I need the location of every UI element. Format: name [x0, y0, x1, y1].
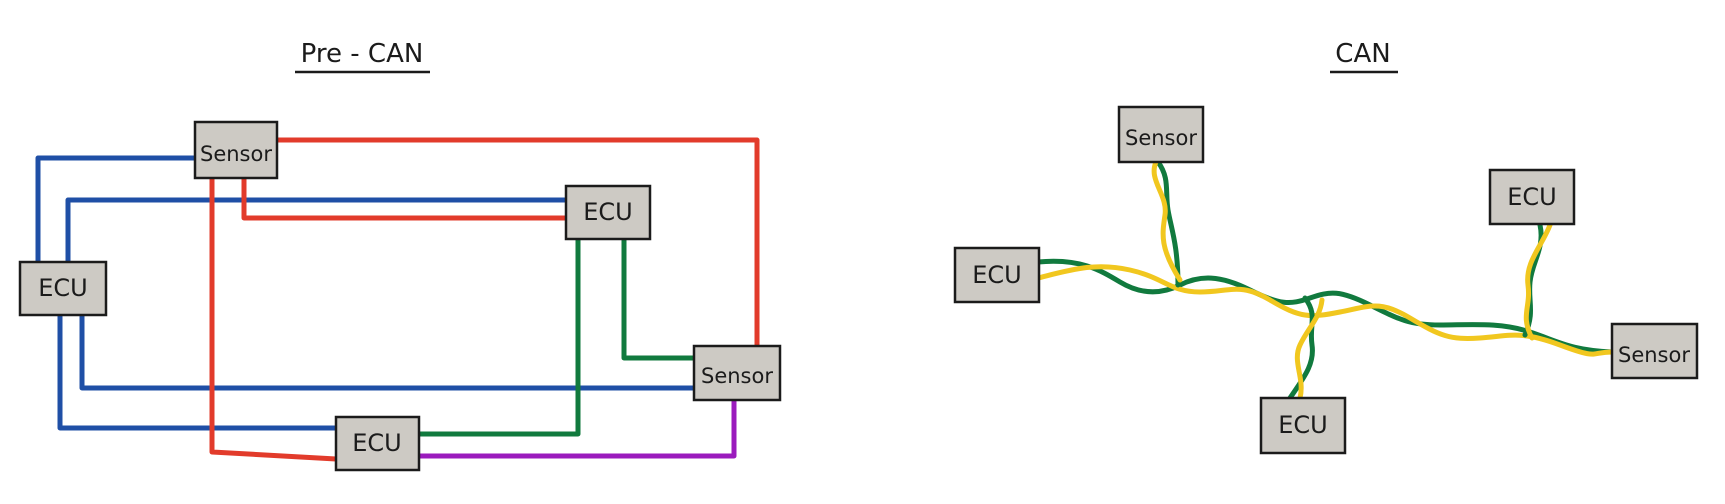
can-ecu-left: ECU	[953, 246, 1041, 304]
pre-can-ecu-bottom: ECU	[334, 415, 421, 472]
node-box	[1488, 168, 1576, 226]
can-title: CAN	[1335, 39, 1390, 69]
can-bus-branch-sensor-yellow	[1151, 159, 1183, 283]
can-ecu-bottom: ECU	[1259, 396, 1347, 455]
pre-can-ecu-upper-right: ECU	[564, 184, 652, 241]
can-diagram: CAN Sensor ECU ECU	[953, 39, 1699, 455]
can-sensor-right: Sensor	[1610, 322, 1699, 380]
node-label: Sensor	[200, 142, 272, 166]
wire-blue-ecu-left-to-sensor-right	[79, 312, 697, 391]
pre-can-diagram: Pre - CAN Sensor ECU	[18, 39, 782, 472]
can-bus-branch-ecu-bottom-yellow	[1294, 297, 1325, 401]
node-box	[692, 344, 782, 402]
node-label: ECU	[972, 261, 1022, 289]
can-bus	[1035, 159, 1615, 401]
node-label: Sensor	[1618, 343, 1690, 367]
pre-can-wires	[35, 137, 760, 462]
node-box	[564, 184, 652, 241]
node-box	[193, 120, 279, 180]
wire-blue-ecu-left-to-ecu-bottom	[57, 312, 339, 431]
wire-purple-ecu-bottom-to-sensor-right	[415, 397, 737, 459]
pre-can-sensor-right: Sensor	[692, 344, 782, 402]
wire-red-sensor-to-ecu-upper-right	[241, 175, 569, 221]
node-box	[1610, 322, 1699, 380]
wire-red-sensor-to-sensor-right	[273, 137, 760, 349]
node-box	[18, 260, 108, 317]
wire-green-ecu-upper-right-to-sensor-right	[621, 235, 697, 361]
pre-can-title: Pre - CAN	[301, 39, 424, 69]
node-label: ECU	[1278, 411, 1328, 439]
node-label: Sensor	[701, 364, 773, 388]
node-box	[1259, 396, 1347, 455]
node-label: ECU	[1507, 183, 1557, 211]
can-bus-main-green	[1035, 258, 1615, 355]
node-box	[1117, 105, 1205, 164]
pre-can-sensor-top: Sensor	[193, 120, 279, 180]
can-bus-branch-sensor-green	[1155, 159, 1181, 288]
wire-red-sensor-to-ecu-bottom	[209, 175, 339, 462]
can-sensor-top: Sensor	[1117, 105, 1205, 164]
node-box	[953, 246, 1041, 304]
node-label: Sensor	[1125, 126, 1197, 150]
pre-can-ecu-left: ECU	[18, 260, 108, 317]
node-label: ECU	[38, 274, 88, 302]
wire-green-ecu-upper-right-to-ecu-bottom	[415, 235, 581, 437]
node-box	[334, 415, 421, 472]
node-label: ECU	[583, 198, 633, 226]
wire-blue-ecu-left-to-ecu-upper-right	[65, 197, 569, 265]
node-label: ECU	[352, 429, 402, 457]
wire-blue-sensor-to-ecu-left	[35, 155, 198, 265]
can-bus-branch-ecu-top-yellow	[1523, 222, 1553, 341]
can-ecu-top-right: ECU	[1488, 168, 1576, 226]
